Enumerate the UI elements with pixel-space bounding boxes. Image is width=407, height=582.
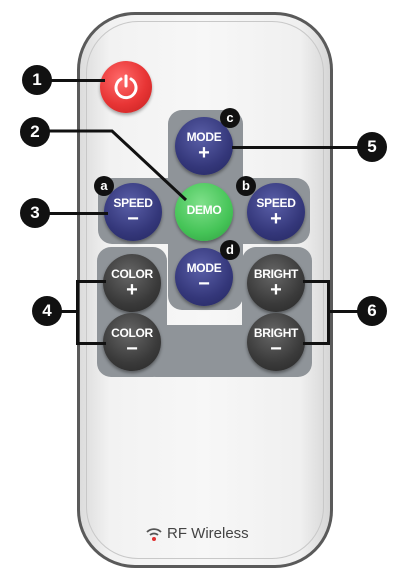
callout-line-4-top [76,280,106,283]
bright-up-button[interactable]: BRIGHT + [247,254,305,312]
callout-line-6-stub [327,310,360,313]
callout-line-6-top [303,280,330,283]
bright-up-label: BRIGHT [253,267,299,281]
color-up-label: COLOR [111,267,153,281]
bright-down-symbol: − [270,338,282,360]
bright-down-button[interactable]: BRIGHT − [247,313,305,371]
callout-line-5 [232,146,360,149]
callout-letter-a: a [94,176,114,196]
callout-number-3: 3 [20,198,50,228]
power-button[interactable] [100,61,152,113]
mode-up-label: MODE [186,130,222,144]
callout-number-4: 4 [32,296,62,326]
bright-up-symbol: + [270,279,282,301]
color-up-symbol: + [126,279,138,301]
callout-line-4-stub [60,310,78,313]
color-down-symbol: − [126,338,138,360]
demo-button[interactable]: DEMO [175,183,233,241]
callout-number-5: 5 [357,132,387,162]
callout-number-6: 6 [357,296,387,326]
color-up-button[interactable]: COLOR + [103,254,161,312]
callout-line-4-bottom [76,342,106,345]
lower-panel-bridge [150,325,260,377]
callout-letter-c: c [220,108,240,128]
speed-down-label: SPEED [113,196,153,210]
mode-up-symbol: + [198,142,210,164]
speed-up-symbol: + [270,208,282,230]
speed-up-label: SPEED [256,196,296,210]
color-down-label: COLOR [111,326,153,340]
rf-wireless-brand: RF Wireless [145,524,275,544]
rf-wireless-text: RF Wireless [167,525,249,542]
callout-number-1: 1 [22,65,52,95]
mode-up-button[interactable]: MODE + [175,117,233,175]
callout-line-6-bottom [303,342,330,345]
callout-line-3 [48,212,108,215]
speed-down-symbol: − [127,208,139,230]
remote-inner-border [86,21,324,559]
demo-label: DEMO [186,203,222,217]
bright-down-label: BRIGHT [253,326,299,340]
callout-letter-d: d [220,240,240,260]
callout-number-2: 2 [20,117,50,147]
callout-line-1 [50,79,105,82]
mode-down-symbol: − [198,273,210,295]
power-icon [114,74,138,100]
color-down-button[interactable]: COLOR − [103,313,161,371]
wifi-icon [146,528,162,541]
speed-up-button[interactable]: SPEED + [247,183,305,241]
mode-down-label: MODE [186,261,222,275]
callout-letter-b: b [236,176,256,196]
speed-down-button[interactable]: SPEED − [104,183,162,241]
